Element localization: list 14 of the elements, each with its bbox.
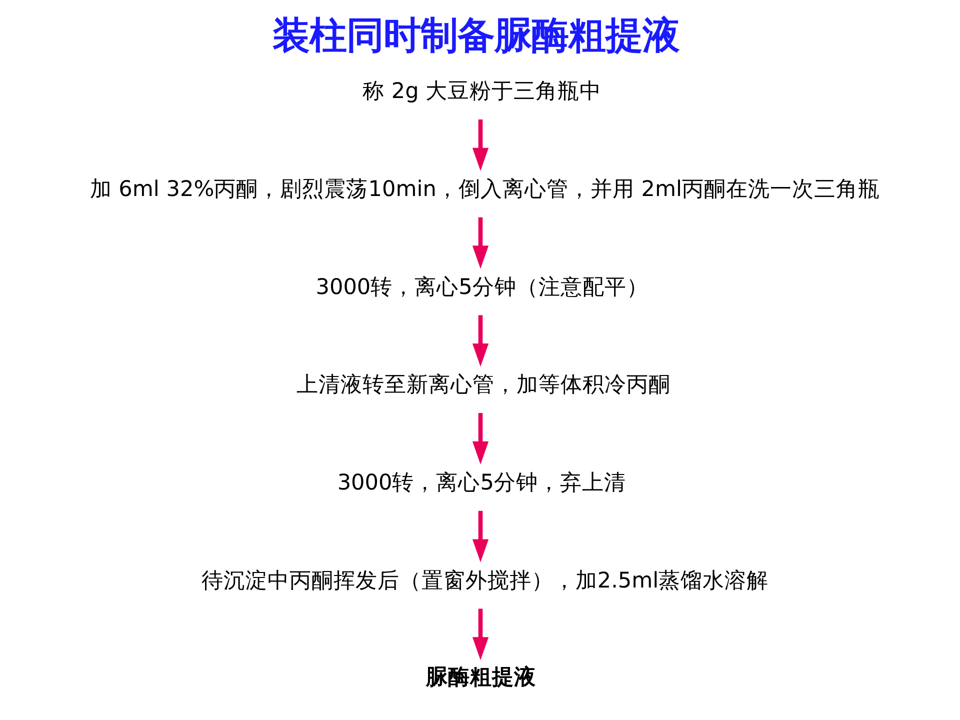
arrow (472, 608, 488, 660)
node-text: 待沉淀中丙酮挥发后（置窗外搅拌），加2.5ml蒸馏水溶解 (200, 568, 768, 594)
arrow (472, 413, 488, 464)
node-text: 加 6ml 32%丙酮，剧烈震荡10min，倒入离心管，并用 2ml丙酮在洗一次三角瓶 (89, 176, 880, 202)
arrow (472, 217, 488, 269)
arrow (472, 119, 488, 171)
diagram-title: 装柱同时制备脲酶粗提液 (272, 13, 680, 58)
node-text: 脲酶粗提液 (425, 664, 536, 690)
node-text: 3000转，离心5分钟（注意配平） (315, 274, 648, 300)
node-text: 称 2g 大豆粉于三角瓶中 (362, 79, 602, 104)
arrow (472, 315, 488, 367)
node-text: 上清液转至新离心管，加等体积冷丙酮 (296, 372, 670, 398)
node-text: 3000转，离心5分钟，弃上清 (336, 470, 626, 496)
arrow (472, 510, 488, 562)
